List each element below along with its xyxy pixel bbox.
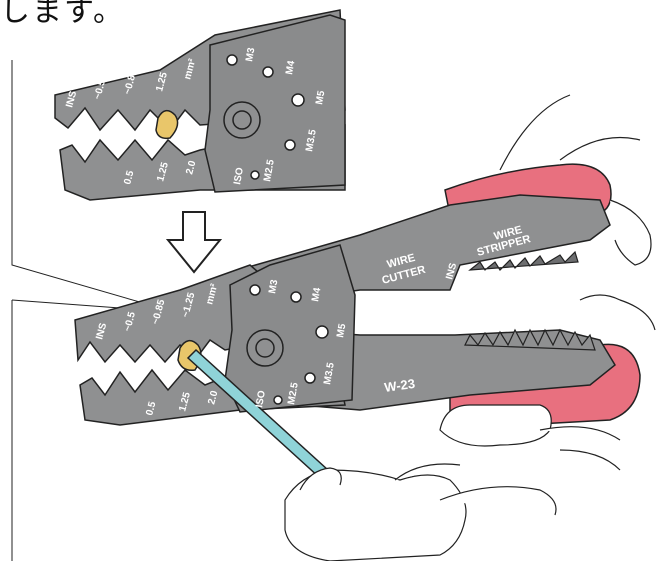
bottom-bolt-hole-m5	[316, 326, 328, 338]
bottom-pivot-inner	[256, 339, 274, 357]
caption-text: します。	[0, 0, 125, 30]
right-hand-lower-2	[540, 427, 620, 470]
bottom-bolt-hole-m4	[291, 292, 301, 302]
top-tool: INS ~0.5 ~0.85 1.25 mm² 0.5 1.25 2.0 M3 …	[55, 10, 345, 200]
top-bolt-hole-m35	[285, 140, 295, 150]
bottom-bolt-hole-m25	[274, 396, 282, 404]
top-bolt-hole-m4	[263, 67, 273, 77]
down-arrow-icon	[168, 212, 220, 272]
bottom-bolt-hole-m35	[305, 373, 315, 383]
top-bolt-hole-m25	[251, 171, 259, 179]
top-pivot-inner	[233, 111, 251, 129]
top-bolt-hole-m5	[292, 94, 304, 106]
right-hand-lower	[440, 405, 551, 446]
top-terminal	[156, 111, 178, 139]
top-bolt-hole-m3	[227, 55, 237, 65]
right-hand-fingers	[580, 295, 655, 330]
bottom-bolt-hole-m3	[250, 285, 260, 295]
